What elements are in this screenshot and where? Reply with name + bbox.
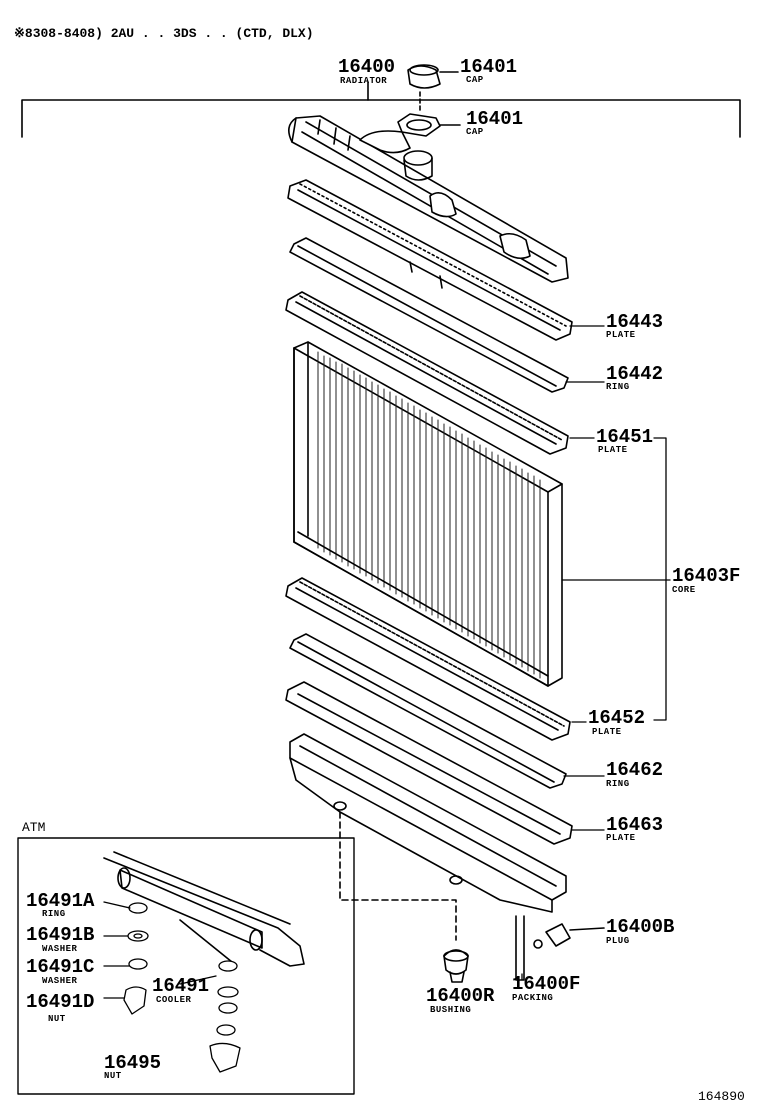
part-name-ring-lower: RING [606, 779, 630, 789]
part-name-atm-cooler: COOLER [156, 995, 192, 1005]
part-name-atm-washer-b: WASHER [42, 944, 78, 954]
part-number-cap-b: 16401 [466, 108, 524, 130]
applicability-note: ※8308-8408) 2AU . . 3DS . . (CTD, DLX) [14, 26, 314, 41]
part-number-cap-a: 16401 [460, 56, 518, 78]
part-number-bushing: 16400R [426, 985, 495, 1007]
upper-seal-strip-icon [287, 179, 573, 341]
part-name-cap-b: CAP [466, 127, 484, 137]
upper-tank-icon [288, 115, 569, 283]
upper-header-plate-icon [285, 291, 569, 455]
part-name-plate-lower: PLATE [606, 833, 636, 843]
bushing-icon [443, 949, 469, 983]
lower-seal-strip-icon [285, 681, 573, 845]
part-number-atm-nut-d: 16491D [26, 991, 95, 1013]
drain-plug-icon [533, 923, 605, 949]
part-number-plate-core-top: 16451 [596, 426, 654, 448]
part-name-plate-upper: PLATE [606, 330, 636, 340]
part-name-atm-ring: RING [42, 909, 66, 919]
lower-tank-icon [289, 733, 567, 981]
part-number-packing: 16400F [512, 973, 581, 995]
atm-inset-frame [17, 837, 355, 1095]
part-name-atm-nut: NUT [104, 1071, 122, 1081]
radiator-bracket [21, 81, 741, 138]
atm-inset-title: ATM [22, 820, 46, 835]
part-number-atm-washer-b: 16491B [26, 924, 95, 946]
part-number-core: 16403F [672, 565, 741, 587]
oil-cooler-icon [103, 851, 305, 967]
part-number-atm-nut: 16495 [104, 1052, 162, 1074]
part-number-radiator: 16400 [338, 56, 396, 78]
upper-gasket-ring-icon [289, 237, 569, 393]
part-number-ring-lower: 16462 [606, 759, 664, 781]
cap-top-icon [407, 64, 459, 113]
lower-header-plate-icon [285, 577, 571, 741]
part-name-atm-nut-d: NUT [48, 1014, 66, 1024]
lower-gasket-ring-icon [289, 633, 567, 789]
part-name-plate-core-bottom: PLATE [592, 727, 622, 737]
part-name-radiator: RADIATOR [340, 76, 388, 86]
part-name-atm-washer-c: WASHER [42, 976, 78, 986]
part-name-core: CORE [672, 585, 696, 595]
part-number-plate-core-bottom: 16452 [588, 707, 646, 729]
part-name-plug: PLUG [606, 936, 630, 946]
radiator-core-icon [293, 341, 563, 687]
part-number-atm-ring: 16491A [26, 890, 95, 912]
diagram-id: 164890 [698, 1089, 745, 1104]
part-name-bushing: BUSHING [430, 1005, 472, 1015]
part-name-plate-core-top: PLATE [598, 445, 628, 455]
part-number-plate-lower: 16463 [606, 814, 664, 836]
part-number-plug: 16400B [606, 916, 675, 938]
leader-lines [521, 325, 671, 981]
atm-fittings-icons [103, 901, 241, 1073]
part-number-atm-cooler: 16491 [152, 975, 210, 997]
part-number-atm-washer-c: 16491C [26, 956, 95, 978]
part-name-ring-upper: RING [606, 382, 630, 392]
part-name-packing: PACKING [512, 993, 554, 1003]
part-number-ring-upper: 16442 [606, 363, 664, 385]
cap-gasket-icon [397, 113, 461, 137]
part-name-cap-a: CAP [466, 75, 484, 85]
part-number-plate-upper: 16443 [606, 311, 664, 333]
